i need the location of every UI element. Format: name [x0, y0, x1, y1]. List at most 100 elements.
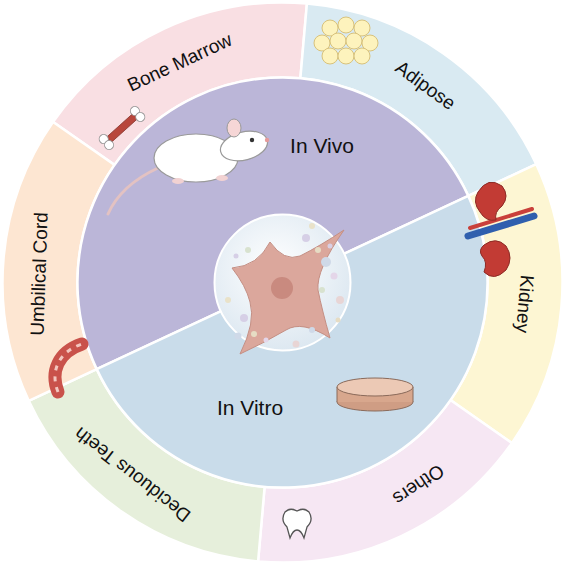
adipocyte: [322, 20, 338, 36]
adipocyte: [362, 35, 378, 51]
bone-icon: [97, 105, 146, 152]
vein: [468, 216, 534, 236]
dish-top: [337, 378, 413, 396]
vesicle: [336, 296, 344, 304]
source-segment-fill: [450, 164, 562, 443]
bone-end: [103, 139, 116, 152]
dish-edge: [337, 387, 338, 402]
source-label: Bone Marrow: [124, 29, 235, 96]
cell-illustration: [215, 215, 351, 355]
vesicle: [240, 314, 248, 322]
condition-half-fill: [97, 196, 488, 488]
adipocyte: [330, 33, 346, 49]
adipocyte: [354, 20, 370, 36]
adipocyte-cluster: [314, 17, 378, 64]
vesicle-bubble: [215, 215, 351, 351]
kidney-shape: [475, 182, 506, 220]
dish-bottom: [337, 393, 413, 411]
source-label: Adipose: [391, 58, 459, 115]
bone-end: [129, 105, 142, 118]
vesicle: [309, 223, 315, 229]
vesicle: [245, 247, 251, 253]
source-segment-fill: [29, 369, 265, 561]
cord-stripe: [55, 344, 82, 392]
cell-nucleus: [271, 277, 293, 299]
rat-ear: [227, 119, 241, 137]
vesicle: [234, 254, 239, 259]
vesicle: [336, 318, 341, 323]
vesicle: [319, 287, 325, 293]
vesicle: [251, 331, 257, 337]
condition-label: In Vivo: [290, 134, 354, 157]
adipocyte: [314, 35, 330, 51]
rat-icon: [108, 119, 271, 214]
stem-cell: [232, 230, 344, 354]
source-segment-fill: [53, 2, 307, 164]
adipocyte: [322, 48, 338, 64]
vesicle: [315, 247, 321, 253]
bone-shaft: [105, 112, 139, 144]
petri-dish-icon: [337, 378, 413, 411]
vesicle: [235, 333, 242, 340]
rat-head: [217, 127, 270, 166]
adipocyte: [346, 33, 362, 49]
vesicle: [293, 341, 300, 348]
rat-eye: [250, 138, 254, 142]
rat-tail: [108, 168, 158, 214]
adipocyte: [338, 48, 354, 64]
vesicle: [225, 297, 231, 303]
source-label: Umbilical Cord: [28, 212, 53, 336]
vesicle: [321, 257, 331, 267]
rat-nose: [265, 138, 269, 142]
bone-end: [97, 133, 110, 146]
source-segment-fill: [3, 122, 115, 401]
source-segment-fill: [258, 400, 512, 562]
cord-body: [55, 344, 82, 392]
source-label: Deciduous Teeth: [71, 422, 195, 525]
dish-wall: [337, 387, 413, 402]
dish-edge: [413, 387, 414, 402]
source-label: Kidney: [511, 274, 537, 334]
rat-foot: [172, 178, 184, 184]
bone-end: [134, 111, 147, 124]
rat-body: [154, 134, 238, 182]
umbilical-cord-icon: [55, 344, 82, 392]
vesicle-dots: [225, 223, 344, 348]
kidney-icon: [468, 182, 534, 276]
kidney-shape: [480, 241, 510, 277]
condition-half-fill: [77, 77, 468, 369]
vesicle: [328, 244, 333, 249]
vesicle: [309, 327, 315, 333]
condition-label: In Vitro: [217, 396, 283, 419]
adipocyte: [354, 48, 370, 64]
artery: [470, 209, 532, 228]
adipocyte: [338, 17, 354, 33]
rat-foot: [216, 175, 228, 181]
source-label: Others: [389, 459, 448, 508]
vesicle: [302, 234, 310, 242]
source-segment-fill: [300, 4, 536, 196]
vesicle: [264, 338, 269, 343]
tooth-icon: [283, 509, 311, 538]
vesicle: [331, 273, 338, 280]
